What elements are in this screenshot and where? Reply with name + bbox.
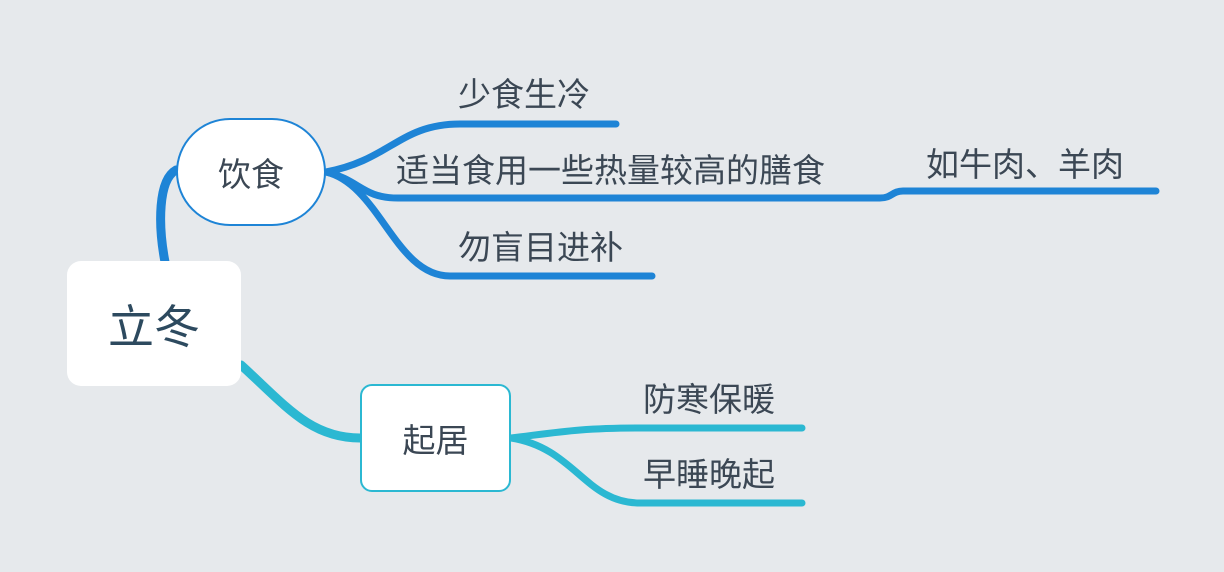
topic-living[interactable]: 起居 [360, 384, 511, 492]
subtopic-diet-2-detail[interactable]: 如牛肉、羊肉 [926, 145, 1124, 184]
connector-diet-to-leaf-3 [322, 168, 656, 280]
connector-root-to-living [236, 360, 365, 443]
connector-living-to-leaf-2 [507, 434, 806, 507]
root-topic[interactable]: 立冬 [67, 261, 241, 386]
subtopic-living-1[interactable]: 防寒保暖 [643, 380, 775, 419]
subtopic-diet-2[interactable]: 适当食用一些热量较高的膳食 [396, 151, 825, 190]
connector-diet-to-leaf-1 [322, 120, 620, 176]
connector-root-to-diet [156, 165, 181, 267]
topic-diet[interactable]: 饮食 [176, 118, 326, 226]
subtopic-diet-1[interactable]: 少食生冷 [458, 75, 590, 114]
subtopic-living-2[interactable]: 早睡晚起 [643, 455, 775, 494]
subtopic-diet-3[interactable]: 勿盲目进补 [458, 228, 623, 267]
connector-living-to-leaf-1 [507, 424, 806, 442]
